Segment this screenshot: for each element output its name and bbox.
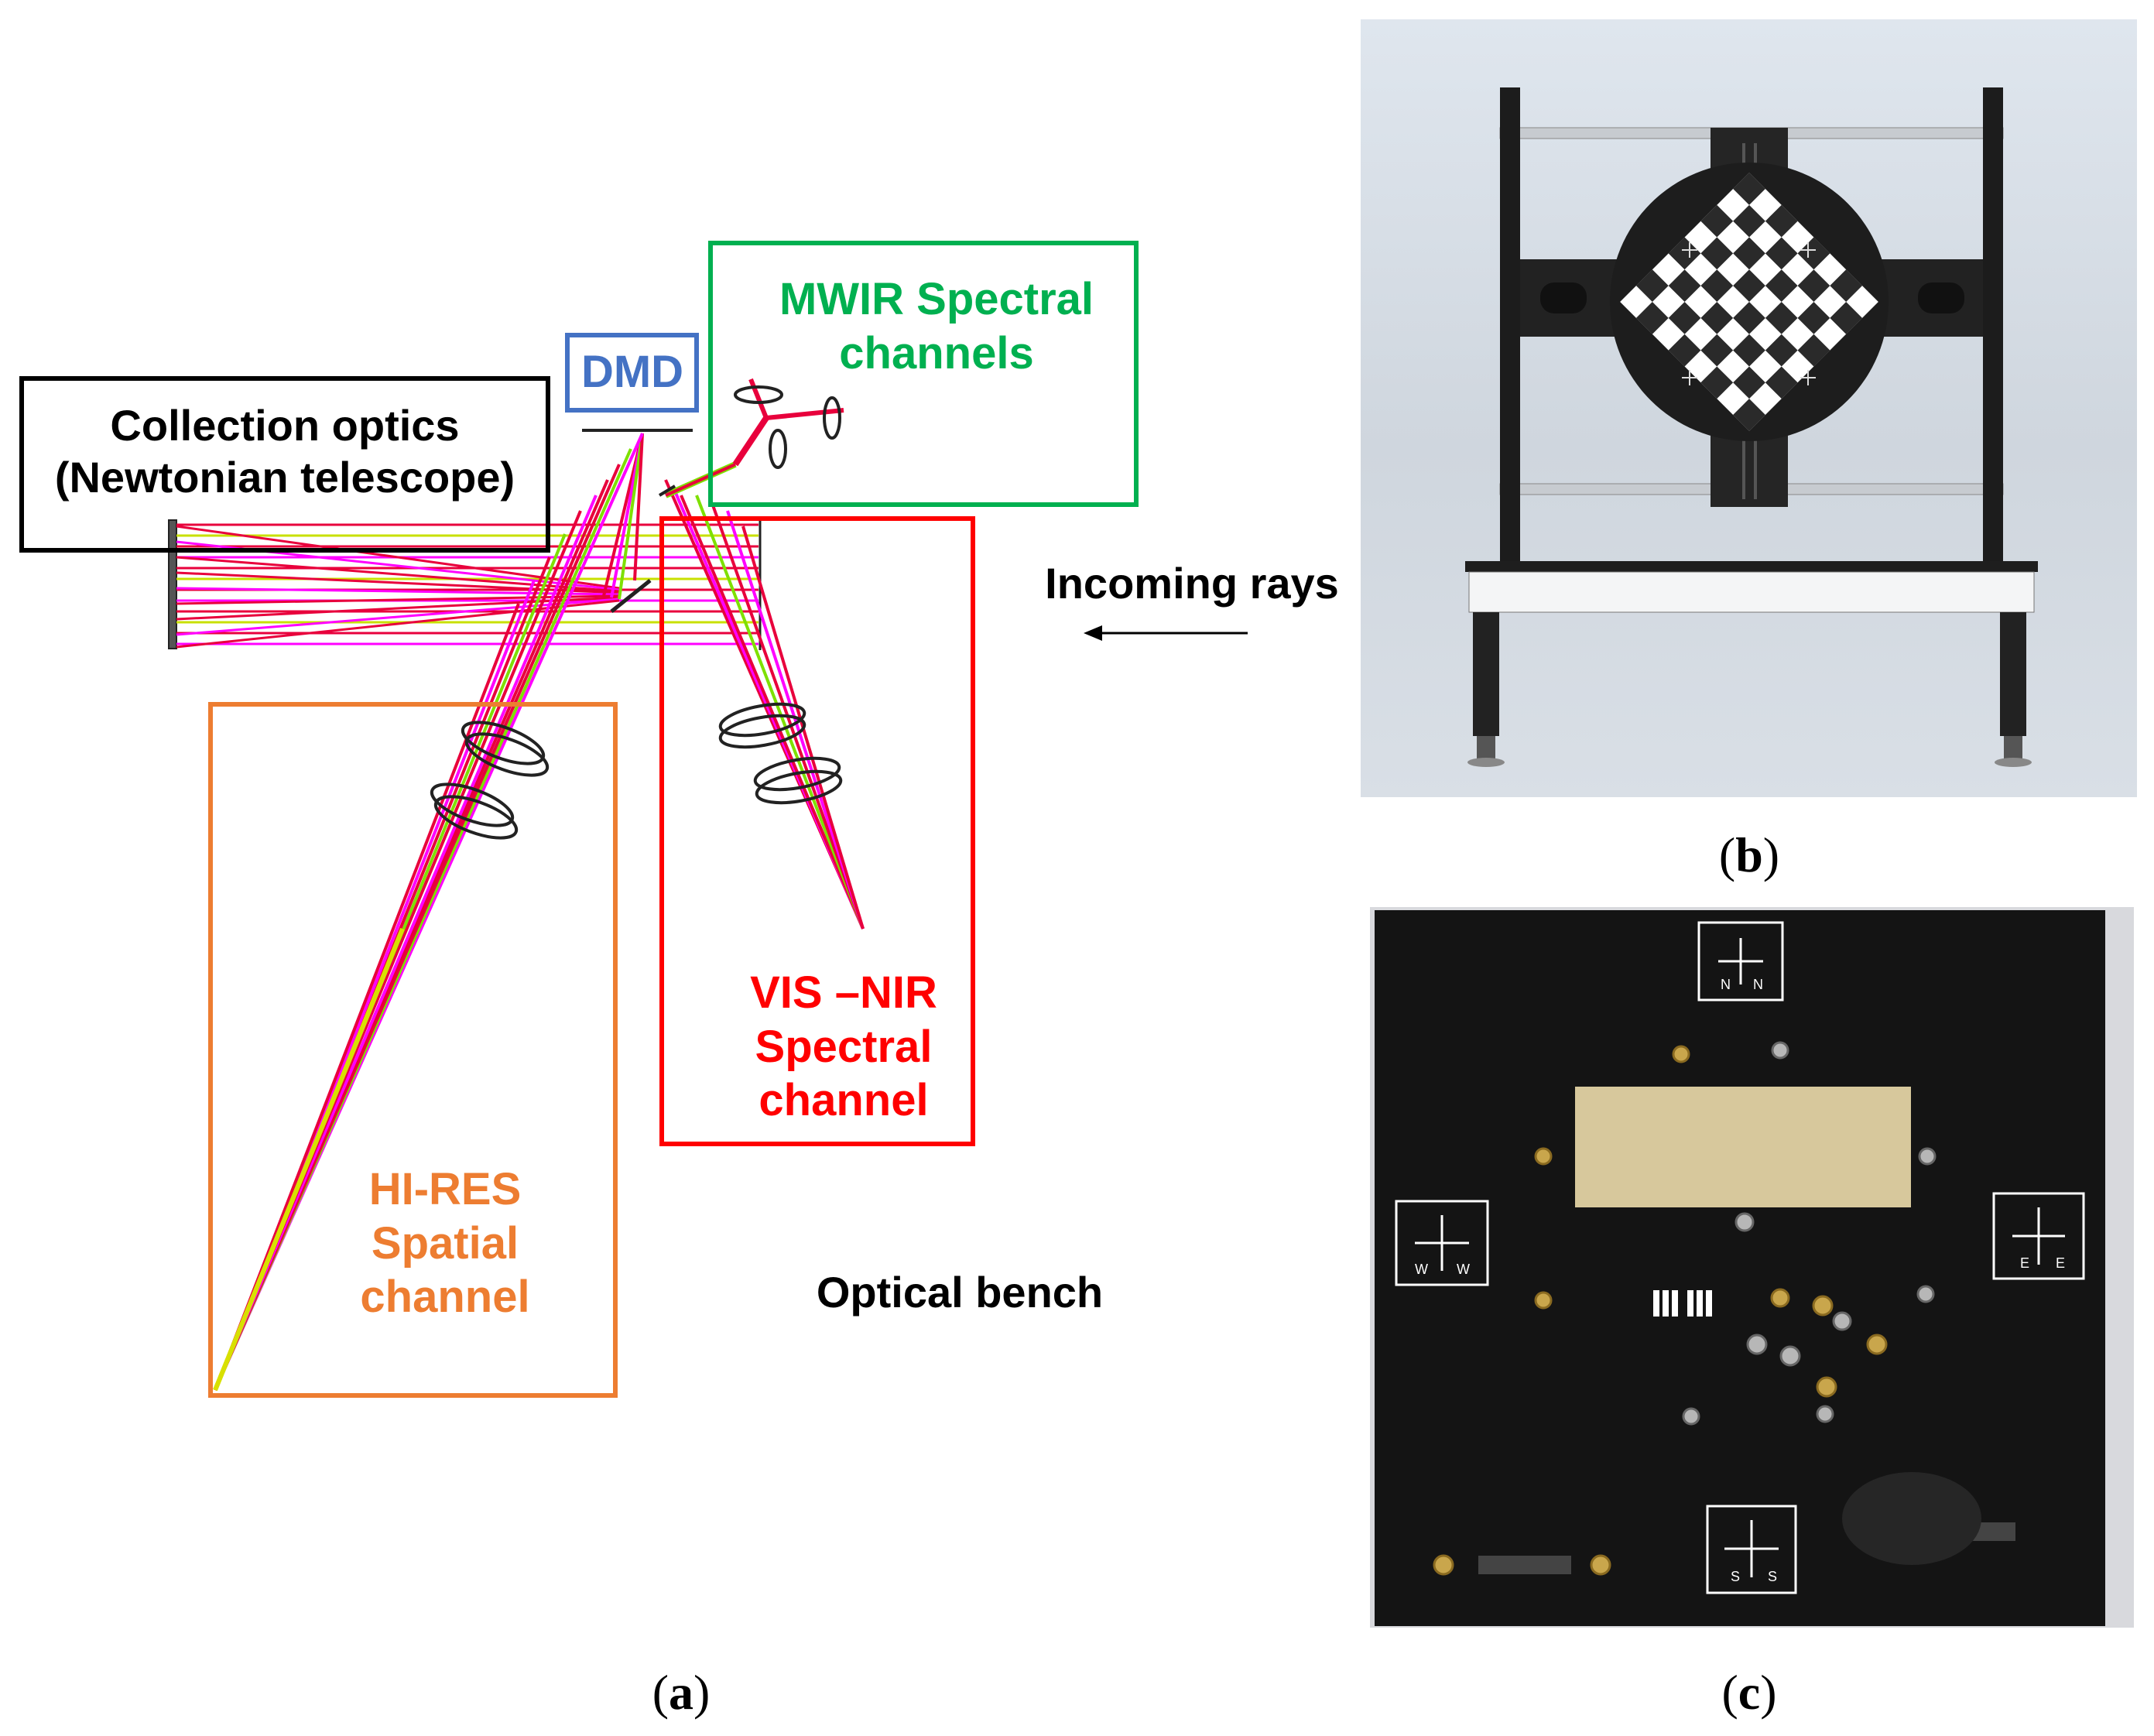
caption-a: (a) <box>652 1665 711 1720</box>
calibration-plate-photo: N N W W E E S S <box>1370 907 2134 1628</box>
optical-layout-diagram <box>19 241 1248 1398</box>
caption-c-letter: c <box>1738 1665 1761 1720</box>
marker-letter-east-right: E <box>2056 1255 2066 1271</box>
target-frame-drawing <box>1465 87 2038 767</box>
visnir-box <box>659 516 975 1146</box>
incoming-rays-arrow <box>1084 625 1248 641</box>
visnir-lens-group <box>718 702 843 805</box>
caption-b-letter: b <box>1735 827 1763 882</box>
optical-bench-label: Optical bench <box>816 1268 1104 1317</box>
marker-letter-west-right: W <box>1457 1262 1470 1277</box>
marker-letter-south-left: S <box>1731 1569 1741 1584</box>
mwir-label: MWIR Spectral channels <box>779 274 1094 378</box>
mwir-ray-bundle <box>664 378 844 498</box>
dmd-box <box>565 333 699 413</box>
marker-letter-east-left: E <box>2020 1255 2030 1271</box>
marker-letter-south-right: S <box>1768 1569 1778 1584</box>
mwir-optics <box>658 385 841 497</box>
incoming-rays-label: Incoming rays <box>1045 559 1339 608</box>
caption-a-letter: a <box>669 1665 693 1720</box>
marker-letter-north-right: N <box>1753 977 1763 992</box>
hires-ray-bundle <box>213 433 644 1392</box>
marker-letter-west-left: W <box>1415 1262 1428 1277</box>
dmd-label: DMD <box>580 347 684 397</box>
caption-b: (b) <box>1718 827 1780 882</box>
collection-optics-box <box>19 376 550 553</box>
marker-letter-north-left: N <box>1721 977 1731 992</box>
mwir-box <box>708 241 1139 507</box>
hires-lens-group <box>430 721 550 840</box>
collection-optics-label: Collection optics (Newtonian telescope) <box>54 401 515 502</box>
hires-box <box>208 702 618 1398</box>
dmd-ray-fan <box>602 433 644 600</box>
hires-label: HI-RES Spatial channel <box>360 1164 530 1323</box>
caption-c: (c) <box>1721 1665 1777 1720</box>
collection-ray-bundle <box>176 517 762 650</box>
primary-mirror <box>168 519 177 649</box>
target-frame-render <box>1361 19 2137 797</box>
calibration-plate-drawing <box>1370 907 2134 1628</box>
secondary-mirror <box>610 579 652 613</box>
visnir-label: VIS –NIR Spectral channel <box>750 967 937 1126</box>
